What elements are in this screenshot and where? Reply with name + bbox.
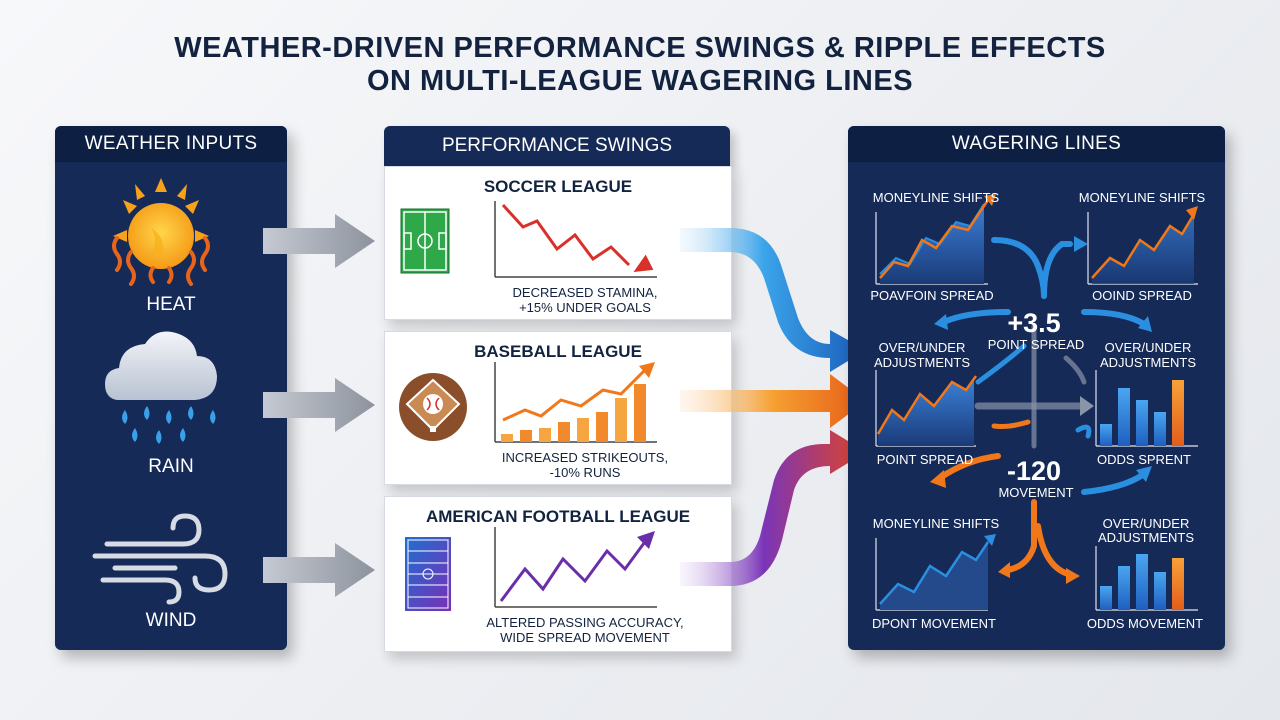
center-top-label: POINT SPREAD — [987, 337, 1085, 352]
football-trend-chart — [494, 527, 657, 608]
center-flow-arrows — [930, 236, 1152, 584]
center-bottom-value: -120 — [1006, 456, 1062, 486]
sun-heat-icon — [112, 178, 210, 286]
soccer-caption-2: +15% UNDER GOALS — [519, 300, 651, 315]
baseball-caption-1: INCREASED STRIKEOUTS, — [501, 450, 669, 465]
baseball-caption-2: -10% RUNS — [549, 465, 621, 480]
tr-moneyline-chart — [1087, 206, 1198, 285]
soccer-card: SOCCER LEAGUE DECREASED STAMINA, +15% UN… — [384, 166, 732, 320]
wind-label: WIND — [145, 610, 197, 631]
bl-caption: DPONT MOVEMENT — [872, 616, 996, 631]
weather-inputs-header: WEATHER INPUTS — [55, 126, 287, 162]
tl-caption: POAVFOIN SPREAD — [870, 288, 994, 303]
mr-title-1: OVER/UNDER — [1104, 340, 1192, 355]
center-top-value: +3.5 — [1007, 308, 1061, 338]
football-caption-1: ALTERED PASSING ACCURACY, — [486, 615, 684, 630]
soccer-caption-1: DECREASED STAMINA, — [512, 285, 658, 300]
ml-title-2: ADJUSTMENTS — [873, 355, 971, 370]
br-caption: ODDS MOVEMENT — [1086, 616, 1204, 631]
title-line-1: WEATHER-DRIVEN PERFORMANCE SWINGS & RIPP… — [174, 32, 1106, 64]
baseball-bar — [558, 422, 570, 442]
ml-caption: POINT SPREAD — [876, 452, 974, 467]
baseball-bar — [520, 430, 532, 442]
heat-arrow — [263, 214, 375, 268]
baseball-bar — [539, 428, 551, 442]
baseball-bar — [577, 418, 589, 442]
rain-cloud-icon — [105, 331, 217, 444]
baseball-trend-chart — [494, 362, 657, 443]
wagering-lines-header: WAGERING LINES — [848, 126, 1225, 162]
bl-title: MONEYLINE SHIFTS — [872, 516, 1000, 531]
soccer-field-icon — [400, 208, 450, 274]
br-title-2: ADJUSTMENTS — [1097, 530, 1195, 545]
center-bottom-label: MOVEMENT — [998, 485, 1074, 500]
baseball-ripple-arrow — [680, 374, 866, 428]
soccer-trend-chart — [494, 201, 657, 278]
tl-moneyline-chart — [875, 194, 996, 285]
rain-arrow — [263, 378, 375, 432]
wagering-lines-panel: WAGERING LINES — [848, 126, 1225, 650]
football-card: AMERICAN FOOTBALL LEAGUE ALTERED PASSING… — [384, 496, 732, 652]
football-ripple-arrow — [680, 430, 866, 586]
baseball-diamond-icon — [399, 373, 467, 441]
wagering-charts — [875, 194, 1198, 611]
soccer-title: SOCCER LEAGUE — [483, 177, 633, 196]
wind-icon — [92, 513, 228, 605]
soccer-ripple-arrow — [680, 228, 866, 372]
title-line-2: ON MULTI-LEAGUE WAGERING LINES — [366, 65, 914, 97]
mr-odds-bar-chart — [1095, 370, 1198, 447]
football-field-icon — [405, 537, 451, 611]
performance-swings-header: PERFORMANCE SWINGS — [384, 126, 730, 166]
tl-title: MONEYLINE SHIFTS — [872, 190, 1000, 205]
baseball-bar — [501, 434, 513, 442]
football-caption-2: WIDE SPREAD MOVEMENT — [500, 630, 670, 645]
mr-title-2: ADJUSTMENTS — [1099, 355, 1197, 370]
page-title: WEATHER-DRIVEN PERFORMANCE SWINGS & RIPP… — [0, 32, 1280, 98]
baseball-bar — [615, 398, 627, 442]
ml-title-1: OVER/UNDER — [878, 340, 966, 355]
baseball-bar — [634, 384, 646, 442]
rain-label: RAIN — [148, 456, 194, 477]
football-title: AMERICAN FOOTBALL LEAGUE — [425, 507, 691, 526]
baseball-title: BASEBALL LEAGUE — [474, 342, 642, 361]
bl-moneyline-chart — [875, 534, 996, 611]
heat-label: HEAT — [146, 294, 196, 315]
br-odds-bar-chart — [1095, 546, 1198, 611]
wind-arrow — [263, 543, 375, 597]
ml-point-spread-chart — [875, 370, 978, 447]
br-title-1: OVER/UNDER — [1102, 516, 1190, 531]
tr-caption: OOIND SPREAD — [1092, 288, 1192, 303]
baseball-bar — [596, 412, 608, 442]
mr-caption: ODDS SPRENT — [1097, 452, 1191, 467]
tr-title: MONEYLINE SHIFTS — [1078, 190, 1206, 205]
weather-inputs-panel: WEATHER INPUTS HEAT — [55, 126, 287, 650]
baseball-card: BASEBALL LEAGUE INCREASED STRIKEOUTS, -1… — [384, 331, 732, 485]
